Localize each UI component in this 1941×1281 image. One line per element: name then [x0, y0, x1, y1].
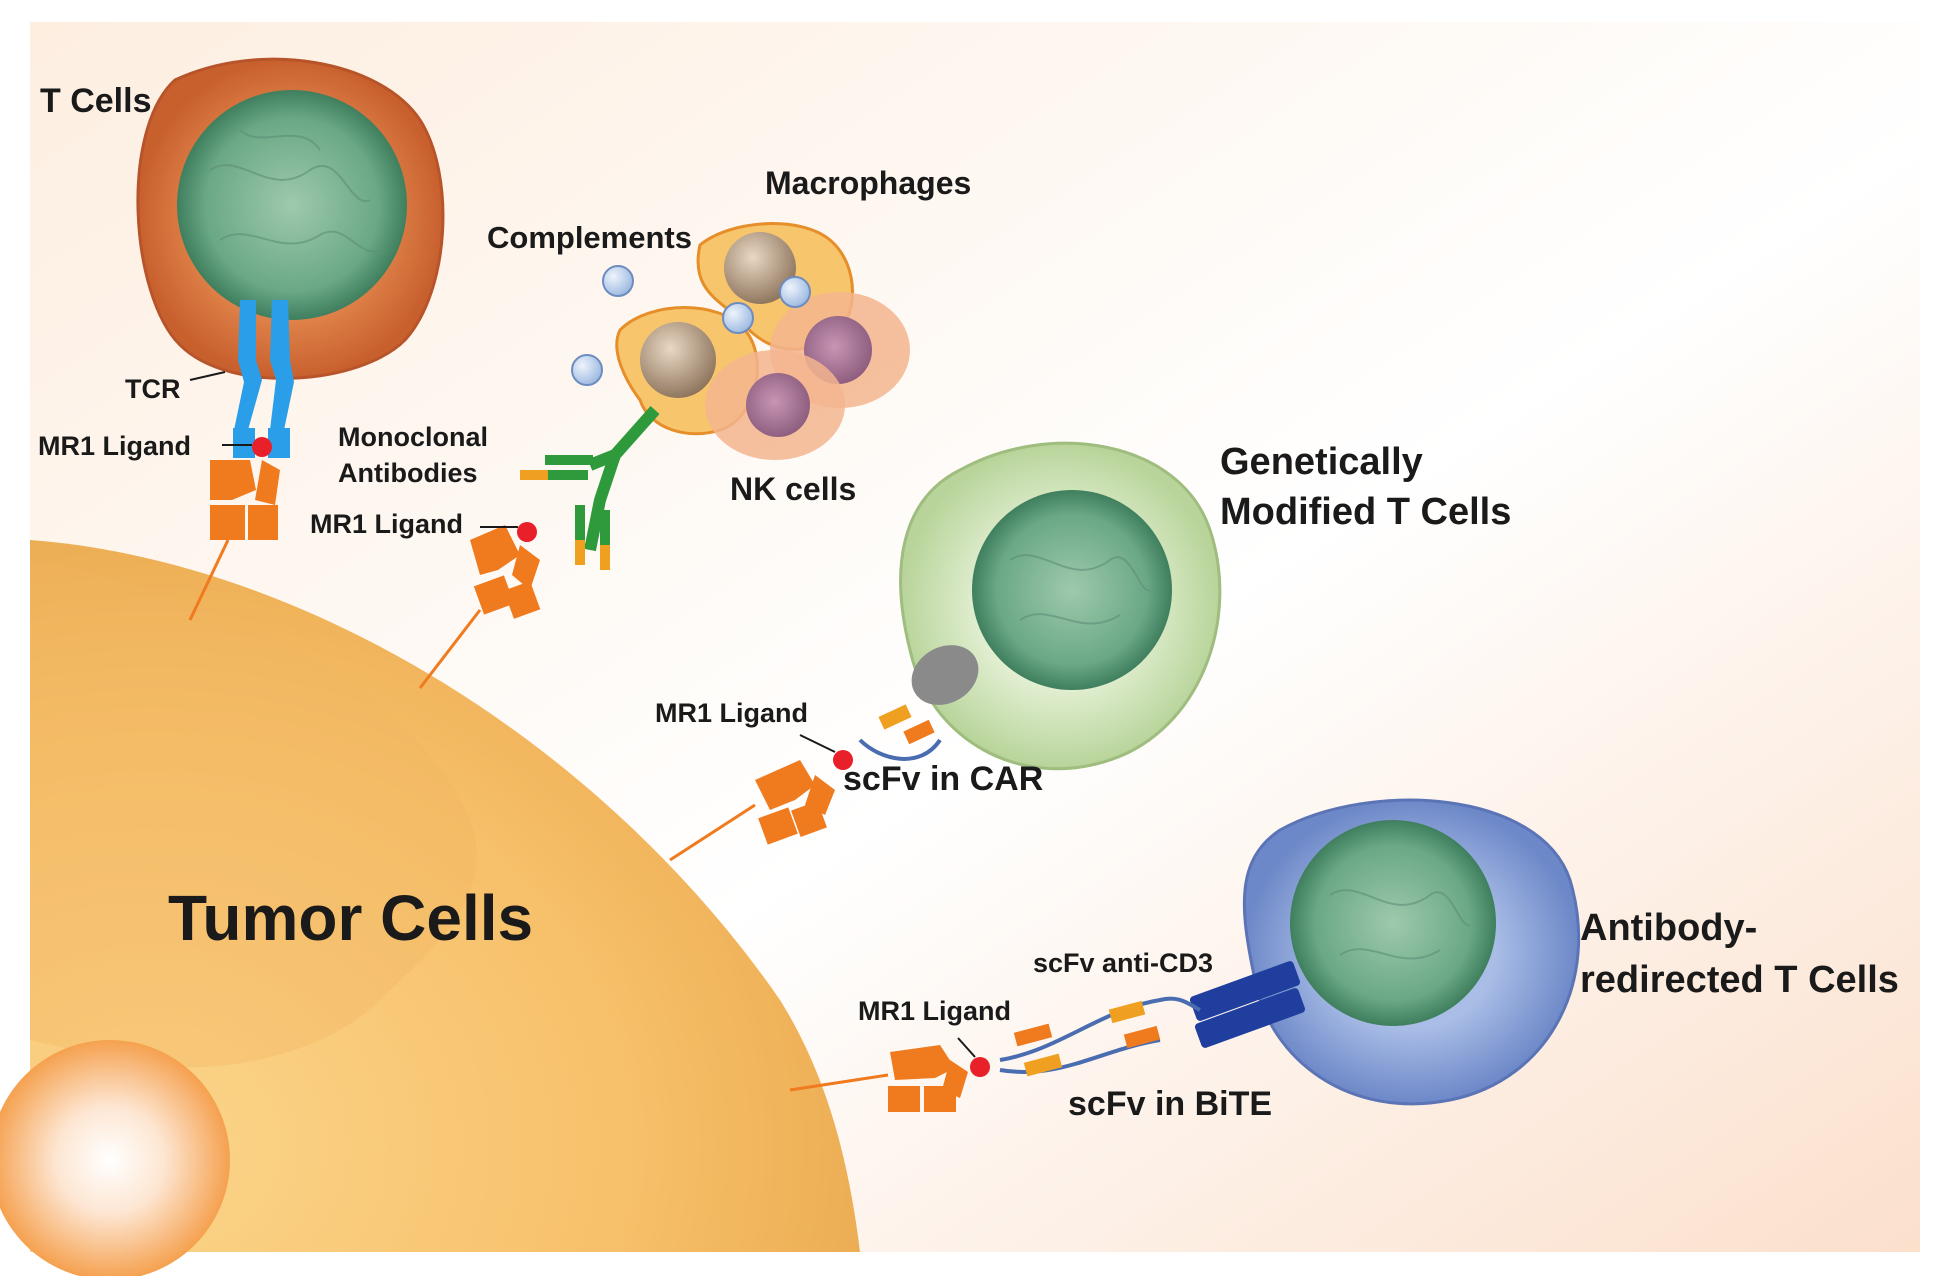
label-scfv-car: scFv in CAR [843, 760, 1043, 798]
label-monoclonal-line2: Antibodies [338, 458, 478, 488]
bite-t-cell [1242, 798, 1580, 1106]
monoclonal-antibody [520, 406, 660, 570]
tumor-cell [0, 540, 860, 1280]
mr1-receptor [669, 760, 835, 862]
car-receptor [858, 645, 979, 761]
label-scfv-bite: scFv in BiTE [1068, 1085, 1272, 1123]
label-monoclonal-line1: Monoclonal [338, 422, 488, 452]
label-genetically: Genetically [1220, 441, 1423, 483]
label-antibody: Antibody- [1580, 907, 1757, 949]
label-mr1-ligand-4: MR1 Ligand [858, 996, 1011, 1026]
mr1-receptor [188, 460, 280, 621]
label-mr1-ligand-1: MR1 Ligand [38, 431, 191, 461]
mr1-ligand-marker [517, 522, 537, 542]
mr1-receptor [418, 525, 541, 689]
label-modified-t-cells: Modified T Cells [1220, 491, 1511, 533]
label-t-cells: T Cells [40, 82, 151, 120]
label-redirected-t-cells: redirected T Cells [1580, 959, 1899, 1001]
nk-cell [705, 292, 910, 460]
tumor-nucleus [0, 1040, 230, 1280]
mr1-ligand-marker [252, 437, 272, 457]
label-macrophages: Macrophages [765, 165, 971, 201]
label-scfv-anti-cd3: scFv anti-CD3 [1033, 948, 1213, 978]
bite-construct [999, 996, 1201, 1077]
label-tumor-cells: Tumor Cells [168, 882, 533, 954]
t-cell-nucleus [177, 90, 407, 320]
cd3-binder [1189, 961, 1306, 1048]
mr1-receptor [789, 1045, 968, 1112]
car-t-cell [899, 441, 1222, 771]
mr1-ligand-marker [970, 1057, 990, 1077]
tcr-receptor [233, 300, 294, 458]
label-mr1-ligand-3: MR1 Ligand [655, 698, 808, 728]
label-complements: Complements [487, 220, 692, 255]
mr1-ligand-marker [833, 750, 853, 770]
complement-proteins [571, 265, 811, 386]
label-mr1-ligand-2: MR1 Ligand [310, 509, 463, 539]
t-cell [136, 57, 445, 380]
label-nk-cells: NK cells [730, 471, 856, 507]
car-t-cell-nucleus [972, 490, 1172, 690]
label-tcr: TCR [125, 374, 181, 404]
bite-t-cell-nucleus [1290, 820, 1496, 1026]
